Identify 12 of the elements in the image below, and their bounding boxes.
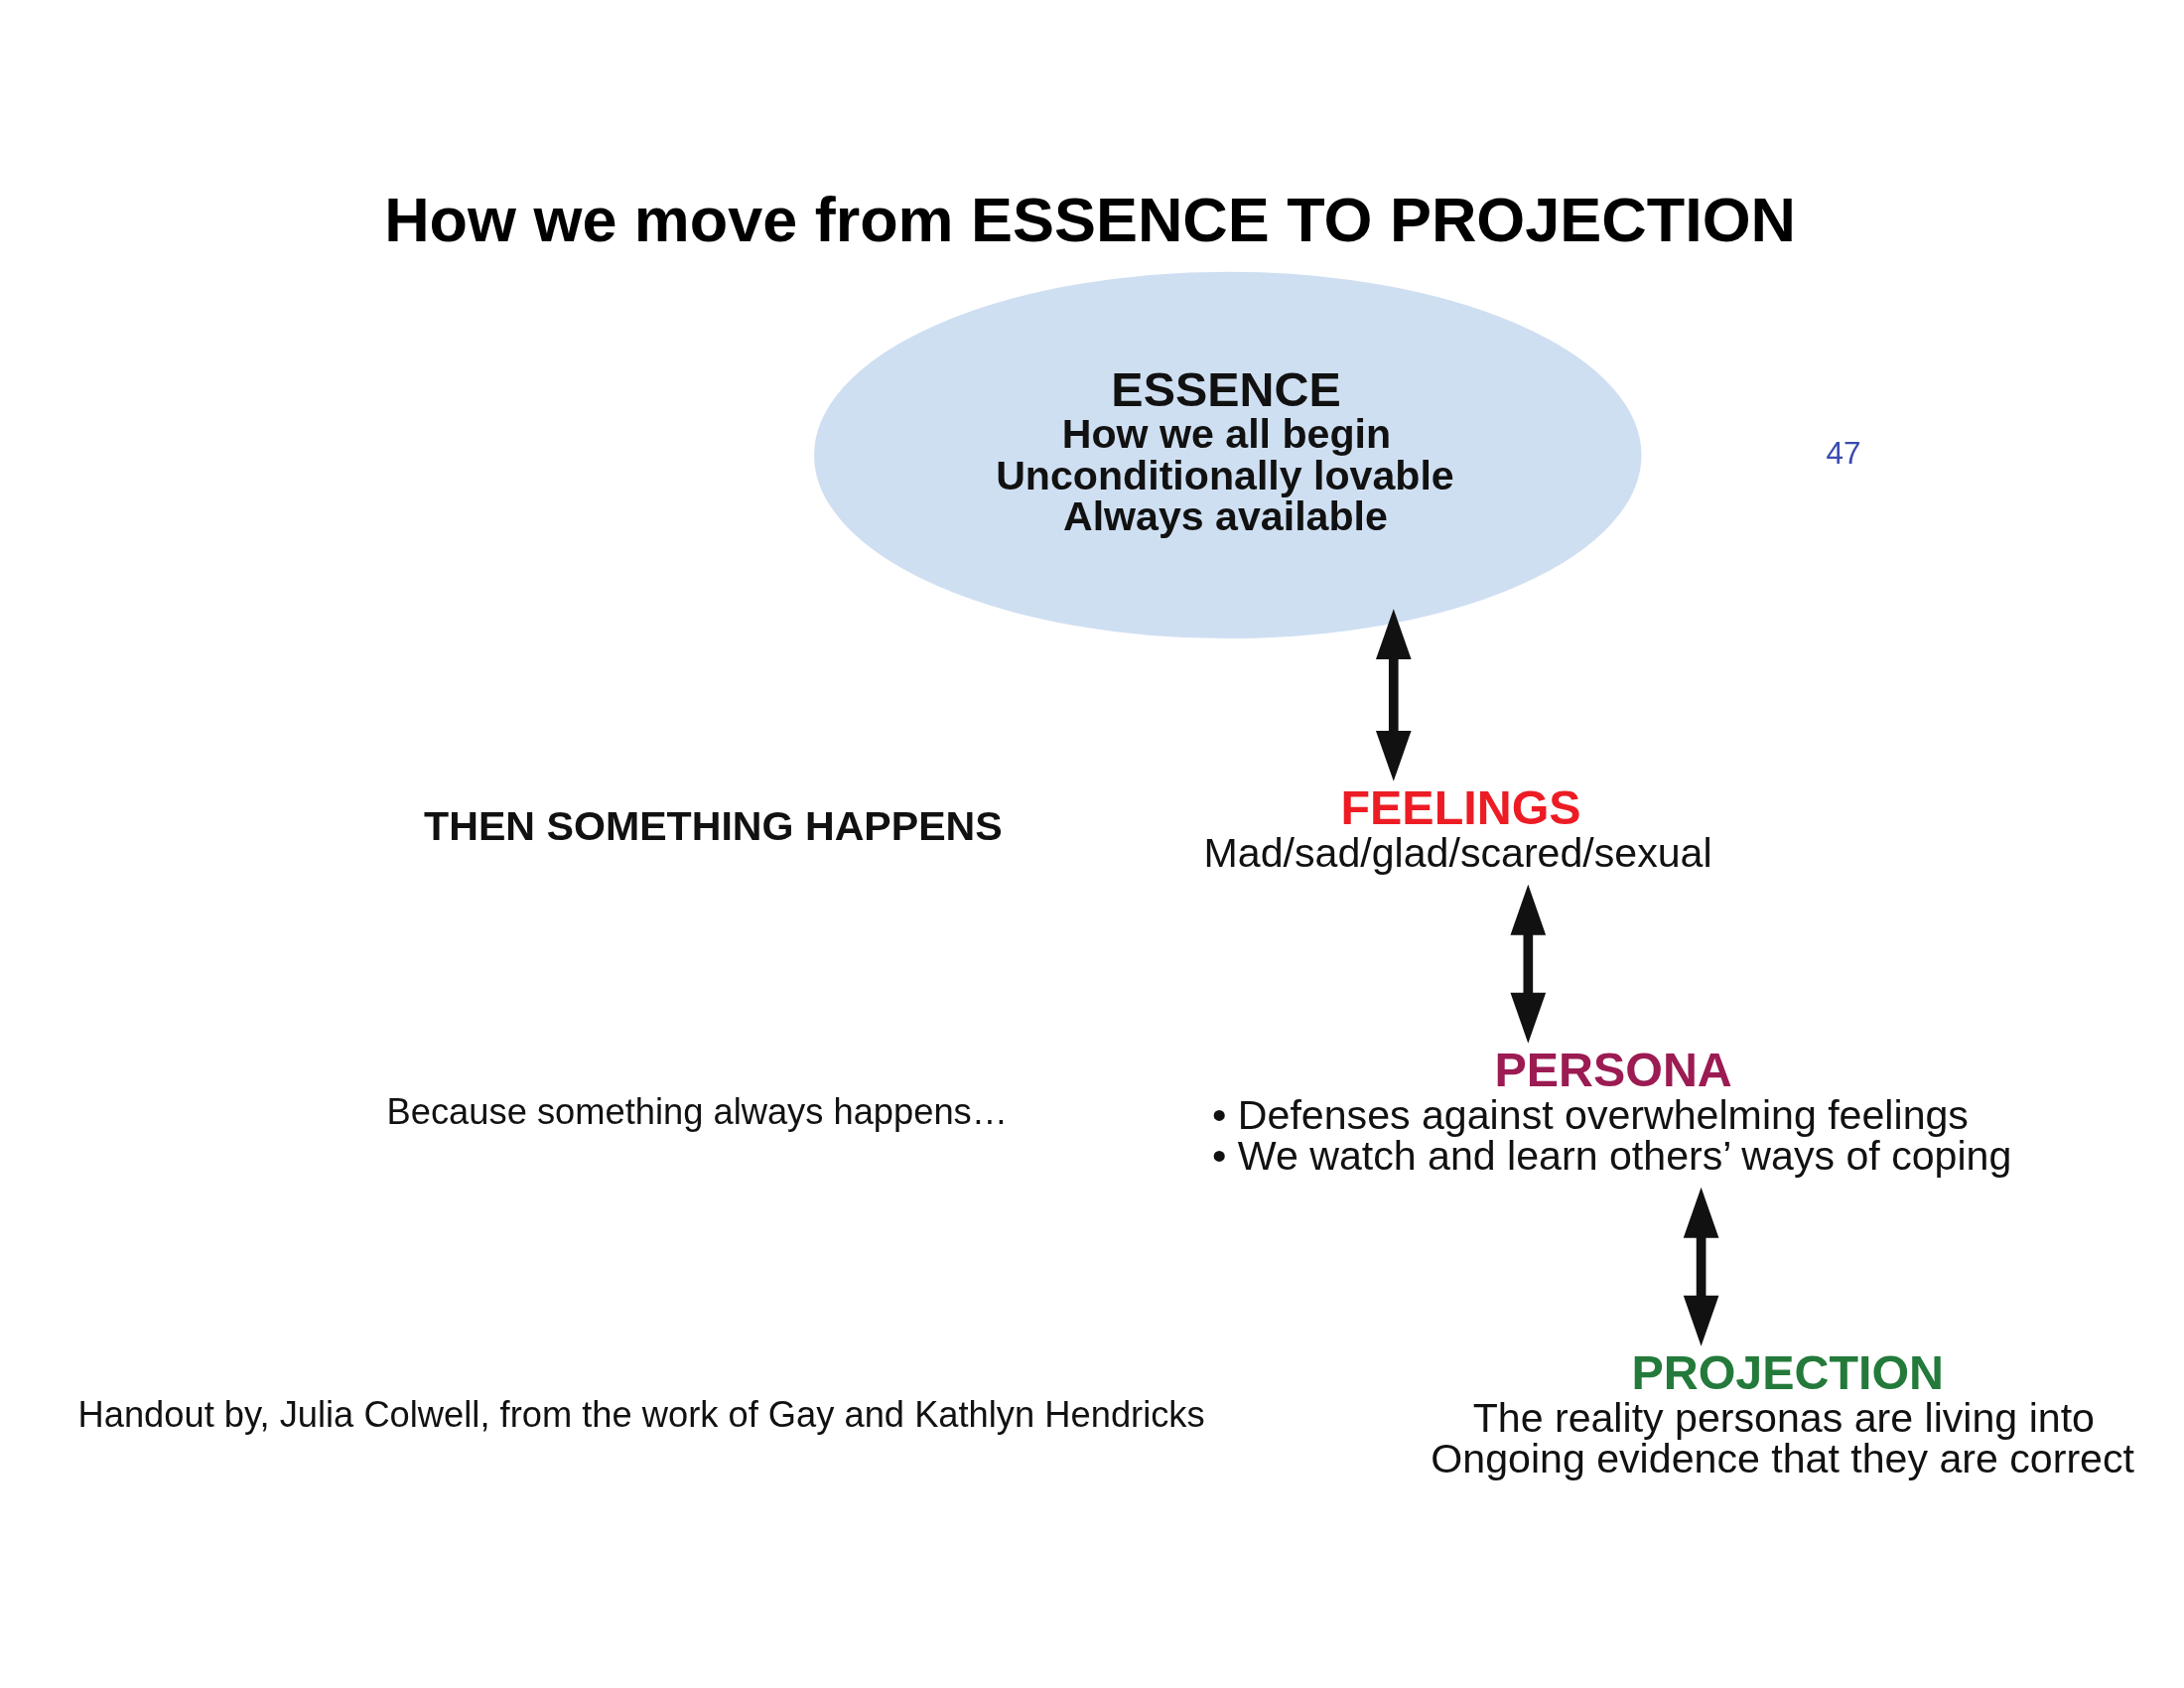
arrow — [1375, 608, 1412, 781]
arrow — [1510, 884, 1547, 1044]
caption: Handout by, Julia Colwell, from the work of Gay and Kathlyn Hendricks — [77, 1393, 1205, 1435]
node-text: FEELINGS Mad/sad/glad/scared/sexual — [1203, 779, 1712, 876]
label: Because something always happens… — [386, 1090, 1009, 1132]
diagram-title: How we move from ESSENCE TO PROJECTION — [384, 184, 1797, 254]
node-text: PERSONA • Defenses against overwhelming feelings • We watch and learn others’ ways of coping — [1212, 1042, 2012, 1179]
label: THEN SOMETHING HAPPENS — [424, 802, 1003, 849]
arrow — [1683, 1187, 1719, 1346]
node-ellipse: ESSENCE How we all begin Unconditionally lovable Always available — [814, 271, 1642, 638]
label: 47 — [1826, 435, 1861, 471]
node-text: PROJECTION The reality personas are living into Ongoing evidence that they are correct — [1431, 1344, 2134, 1481]
